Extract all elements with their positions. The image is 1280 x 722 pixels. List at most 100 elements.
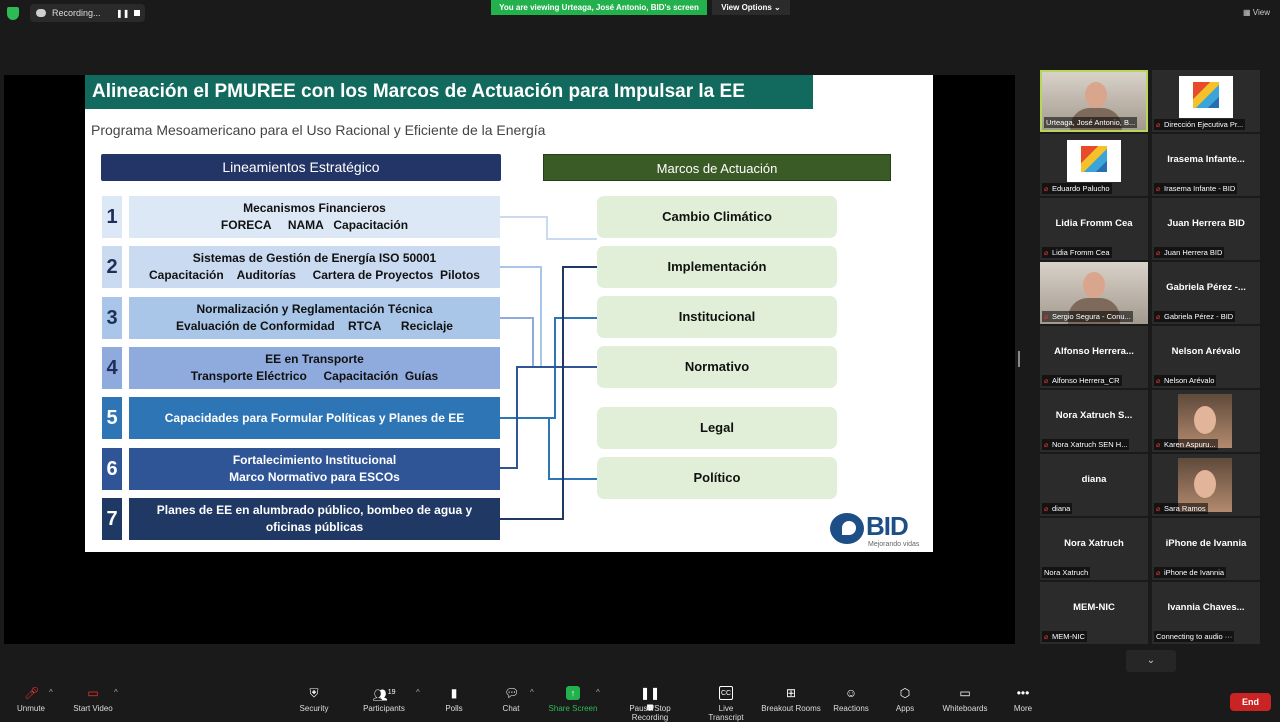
live-transcript-button[interactable]: CC Live Transcript xyxy=(700,686,752,722)
view-options-button[interactable]: View Options ⌄ xyxy=(712,0,790,15)
proyecto-logo-icon xyxy=(1081,146,1107,172)
participants-count: 19 xyxy=(387,689,396,696)
marco-box: Político xyxy=(597,457,837,499)
viewing-banner: You are viewing Urteaga, José Antonio, B… xyxy=(491,0,707,15)
participant-tile[interactable]: Nelson Arévalo⌀Nelson Arévalo xyxy=(1152,326,1260,388)
microphone-muted-icon: ⌀ xyxy=(1156,122,1161,129)
video-options-caret-icon[interactable]: ^ xyxy=(114,688,118,697)
participant-label-text: MEM-NIC xyxy=(1052,632,1085,641)
participant-label-text: Gabriela Pérez - BID xyxy=(1164,312,1234,321)
participants-icon: 👥︎19 xyxy=(372,688,396,702)
participant-tile[interactable]: ⌀Sergio Segura - Conu... xyxy=(1040,262,1148,324)
microphone-muted-icon: ⌀ xyxy=(1044,442,1049,449)
participant-name: Ivannia Chaves... xyxy=(1167,602,1245,613)
marco-box: Institucional xyxy=(597,296,837,338)
connector-2 xyxy=(500,266,542,367)
share-caret-icon[interactable]: ^ xyxy=(596,688,600,697)
participants-caret-icon[interactable]: ^ xyxy=(416,688,420,697)
stop-recording-icon[interactable] xyxy=(134,10,140,16)
more-button[interactable]: ••• More xyxy=(1010,686,1036,713)
cloud-record-icon xyxy=(36,9,46,17)
whiteboards-button[interactable]: ▭ Whiteboards xyxy=(940,686,990,713)
participant-tile[interactable]: Lidia Fromm Cea⌀Lidia Fromm Cea xyxy=(1040,198,1148,260)
lineamiento-title: Normalización y Reglamentación Técnica xyxy=(196,302,433,316)
participant-tile[interactable]: Irasema Infante...⌀Irasema Infante - BID xyxy=(1152,134,1260,196)
participant-tile[interactable]: iPhone de Ivannia⌀iPhone de Ivannia xyxy=(1152,518,1260,580)
unmute-label: Unmute xyxy=(16,704,45,713)
polls-icon: ▮ xyxy=(450,686,458,700)
microphone-muted-icon: ⌀ xyxy=(1044,314,1049,321)
lineamiento-number: 2 xyxy=(102,246,122,288)
participant-label: Urteaga, José Antonio, B... xyxy=(1044,117,1138,128)
participant-tile[interactable]: ⌀Sara Ramos xyxy=(1152,454,1260,516)
bid-logo-mark xyxy=(830,513,864,544)
participant-tile[interactable]: ⌀Eduardo Palucho xyxy=(1040,134,1148,196)
recording-indicator: Recording... ❚❚ xyxy=(30,4,145,22)
audio-options-caret-icon[interactable]: ^ xyxy=(49,688,53,697)
participant-tile[interactable]: Ivannia Chaves...Connecting to audio ··· xyxy=(1152,582,1260,644)
participant-tile[interactable]: Juan Herrera BID⌀Juan Herrera BID xyxy=(1152,198,1260,260)
participant-label-text: Nelson Arévalo xyxy=(1164,376,1215,385)
participant-tile[interactable]: Urteaga, José Antonio, B... xyxy=(1040,70,1148,132)
panel-resize-handle[interactable] xyxy=(1018,351,1020,367)
participant-tile[interactable]: MEM-NIC⌀MEM-NIC xyxy=(1040,582,1148,644)
lineamiento-title: Mecanismos Financieros xyxy=(243,201,386,215)
recording-text: Recording... xyxy=(52,8,101,18)
breakout-rooms-label: Breakout Rooms xyxy=(761,704,821,713)
participant-tile[interactable]: diana⌀diana xyxy=(1040,454,1148,516)
end-meeting-button[interactable]: End xyxy=(1230,693,1271,711)
polls-button[interactable]: ▮ Polls xyxy=(440,686,468,713)
microphone-muted-icon: ⌀ xyxy=(1044,634,1049,641)
participant-label: ⌀Alfonso Herrera_CR xyxy=(1042,375,1122,386)
participant-tile[interactable]: ⌀Karen Aspuru... xyxy=(1152,390,1260,452)
lineamiento-number: 6 xyxy=(102,448,122,490)
marco-box: Cambio Climático xyxy=(597,196,837,238)
video-off-icon: ▭ xyxy=(87,686,99,700)
participant-label: ⌀diana xyxy=(1042,503,1073,514)
view-button[interactable]: ▦ View xyxy=(1243,8,1270,17)
chat-caret-icon[interactable]: ^ xyxy=(530,688,534,697)
shield-icon: ⛨ xyxy=(309,686,319,700)
participant-label: ⌀MEM-NIC xyxy=(1042,631,1087,642)
participant-label-text: Irasema Infante - BID xyxy=(1164,184,1236,193)
apps-button[interactable]: ⬡ Apps xyxy=(892,686,918,713)
chat-button[interactable]: 💬︎ Chat xyxy=(498,686,524,713)
participant-label-text: diana xyxy=(1052,504,1071,513)
participant-tile[interactable]: Gabriela Pérez -...⌀Gabriela Pérez - BID xyxy=(1152,262,1260,324)
pause-recording-icon[interactable]: ❚❚ xyxy=(116,9,130,18)
top-bar: Recording... ❚❚ You are viewing Urteaga,… xyxy=(0,0,1280,28)
unmute-button[interactable]: 🎤︎ Unmute xyxy=(14,686,48,713)
start-video-button[interactable]: ▭ Start Video xyxy=(70,686,116,713)
share-screen-button[interactable]: ↑ Share Screen xyxy=(547,686,599,713)
participant-name: Nelson Arévalo xyxy=(1171,346,1241,357)
breakout-rooms-button[interactable]: ⊞ Breakout Rooms xyxy=(761,686,821,713)
gallery-scroll-down-button[interactable]: ⌄ xyxy=(1126,650,1176,672)
smiley-icon: ☺ xyxy=(844,686,858,700)
participants-button[interactable]: 👥︎19 Participants xyxy=(360,686,408,713)
participant-label: ⌀Sergio Segura - Conu... xyxy=(1042,311,1133,322)
reactions-button[interactable]: ☺ Reactions xyxy=(833,686,869,713)
lineamiento-box: Capacidades para Formular Políticas y Pl… xyxy=(129,397,500,439)
participant-tile[interactable]: Nora Xatruch S...⌀Nora Xatruch SEN H... xyxy=(1040,390,1148,452)
participant-tile[interactable]: ⌀Dirección Ejecutiva Pr... xyxy=(1152,70,1260,132)
lineamiento-detail: oficinas públicas xyxy=(265,520,364,534)
participant-logo-image xyxy=(1067,140,1121,182)
security-label: Security xyxy=(299,704,329,713)
connector-5b xyxy=(548,418,597,480)
whiteboards-label: Whiteboards xyxy=(942,704,988,713)
microphone-muted-icon: ⌀ xyxy=(1156,314,1161,321)
participant-tile[interactable]: Alfonso Herrera...⌀Alfonso Herrera_CR xyxy=(1040,326,1148,388)
microphone-muted-icon: ⌀ xyxy=(1044,250,1049,257)
participant-name: Nora Xatruch xyxy=(1064,538,1124,549)
security-button[interactable]: ⛨ Security xyxy=(296,686,332,713)
closed-captions-icon: CC xyxy=(719,686,733,700)
pause-stop-recording-button[interactable]: ❚❚ ■ Pause/Stop Recording xyxy=(610,686,690,722)
participant-name: Irasema Infante... xyxy=(1167,154,1245,165)
connector-3 xyxy=(500,317,534,367)
security-shield-icon[interactable] xyxy=(7,7,19,20)
pause-stop-icon: ❚❚ ■ xyxy=(639,686,661,714)
lineamiento-number: 5 xyxy=(102,397,122,439)
